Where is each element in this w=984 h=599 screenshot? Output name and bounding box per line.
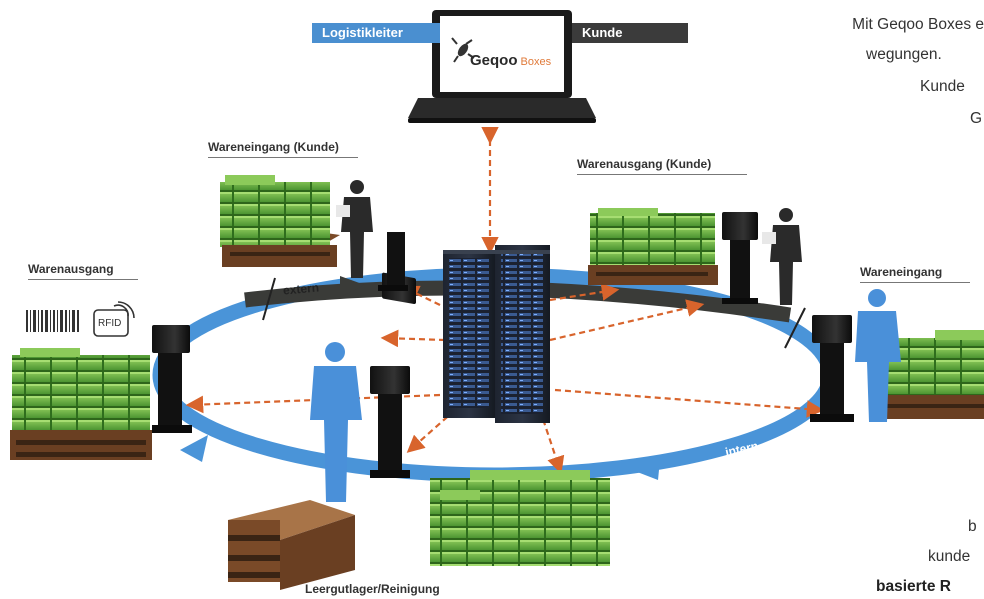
rfid-icon bbox=[93, 301, 135, 337]
server-racks bbox=[443, 245, 550, 423]
extern-divider bbox=[262, 277, 276, 321]
person-worker-1 bbox=[310, 342, 362, 502]
laptop bbox=[408, 10, 596, 123]
left-arrowhead bbox=[180, 435, 208, 462]
logo-main: Geqoo bbox=[470, 52, 518, 69]
label-wareneingang-kunde: Wareneingang (Kunde) bbox=[208, 140, 339, 154]
pallet-warenausgang-kunde bbox=[588, 208, 718, 285]
intern-arrowhead bbox=[632, 460, 660, 480]
label-warenausgang: Warenausgang bbox=[28, 262, 114, 276]
kunde-bar: Kunde bbox=[572, 23, 688, 43]
side-text-line5: b bbox=[968, 518, 977, 535]
extern-arrowhead bbox=[340, 276, 365, 297]
underline-warenausgang-kunde bbox=[577, 174, 747, 175]
kiosk-terminal-2 bbox=[722, 212, 758, 304]
underline-wareneingang bbox=[860, 282, 970, 283]
label-leergutlager: Leergutlager/Reinigung bbox=[305, 582, 440, 596]
person-worker-2 bbox=[855, 289, 901, 422]
intern-divider bbox=[784, 307, 806, 349]
side-text-line1: Mit Geqoo Boxes e bbox=[852, 16, 984, 33]
empty-pallets bbox=[228, 500, 355, 590]
kiosk-terminal-4 bbox=[370, 366, 410, 478]
logistikleiter-bar: Logistikleiter bbox=[312, 23, 440, 43]
person-customer-2 bbox=[762, 208, 802, 305]
person-customer-1 bbox=[336, 180, 373, 278]
underline-warenausgang bbox=[28, 279, 138, 280]
pallet-warenausgang bbox=[10, 348, 152, 460]
side-text-line7: basierte R bbox=[876, 578, 951, 595]
rfid-text: RFID bbox=[98, 318, 122, 329]
barcode-icon bbox=[26, 310, 79, 332]
boxes-leergutlager bbox=[430, 470, 610, 566]
label-wareneingang: Wareneingang bbox=[860, 265, 943, 279]
gecko-icon bbox=[451, 37, 475, 63]
kiosk-terminal-3 bbox=[152, 325, 192, 433]
logo-sub: Boxes bbox=[520, 56, 552, 68]
kiosk-terminal-5 bbox=[810, 315, 854, 422]
side-text-line6: kunde bbox=[928, 548, 971, 565]
label-warenausgang-kunde: Warenausgang (Kunde) bbox=[577, 157, 712, 171]
side-text-line4: G bbox=[970, 110, 983, 127]
side-text-line2: wegungen. bbox=[866, 46, 942, 63]
side-text-line3: Kunde bbox=[920, 78, 965, 95]
underline-wareneingang-kunde bbox=[208, 157, 358, 158]
pallet-wareneingang-kunde bbox=[220, 175, 340, 267]
kiosk-terminal-1 bbox=[378, 232, 416, 305]
